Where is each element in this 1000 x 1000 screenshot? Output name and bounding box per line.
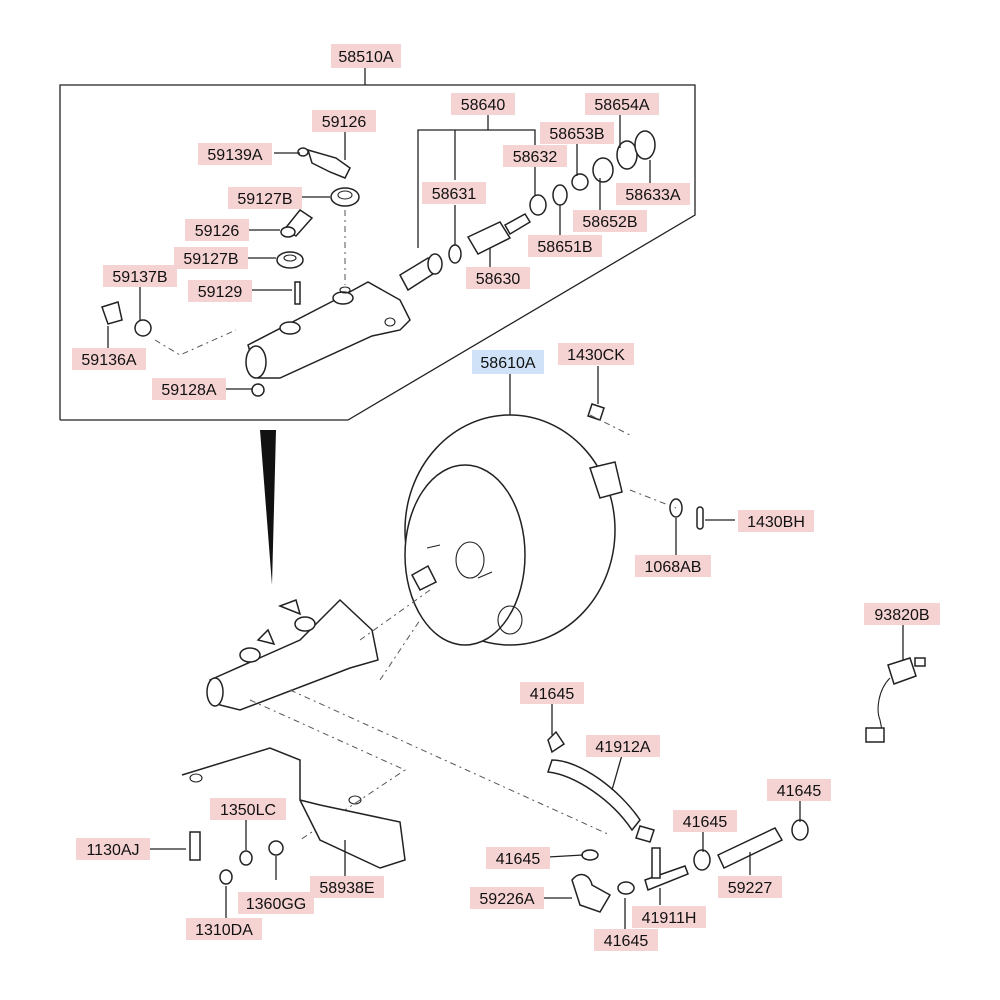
label-59126-grommet[interactable]: 59126 xyxy=(185,219,249,241)
label-59226A[interactable]: 59226A xyxy=(470,887,544,909)
master-cylinder-assembly-box xyxy=(59,68,696,421)
vacuum-hoses xyxy=(546,730,809,913)
label-41911H[interactable]: 41911H xyxy=(632,906,706,928)
label-59227[interactable]: 59227 xyxy=(718,876,782,898)
svg-text:59227: 59227 xyxy=(728,880,773,897)
svg-text:59136A: 59136A xyxy=(81,352,136,369)
svg-text:41912A: 41912A xyxy=(595,739,650,756)
label-58632[interactable]: 58632 xyxy=(503,145,567,167)
label-58510A[interactable]: 58510A xyxy=(331,44,401,68)
svg-text:58610A: 58610A xyxy=(480,355,535,372)
label-58631[interactable]: 58631 xyxy=(422,182,486,204)
svg-text:1350LC: 1350LC xyxy=(220,802,276,819)
label-59139A[interactable]: 59139A xyxy=(198,143,272,165)
master-cylinder-detail xyxy=(245,281,411,379)
svg-text:59139A: 59139A xyxy=(207,147,262,164)
brake-booster xyxy=(404,414,623,646)
label-59128A[interactable]: 59128A xyxy=(152,378,226,400)
label-58652B[interactable]: 58652B xyxy=(573,210,647,232)
label-1430BH[interactable]: 1430BH xyxy=(738,510,814,532)
svg-text:58651B: 58651B xyxy=(537,239,592,256)
part-labels: 58510A 59126 59139A 59127B 59126 59127B … xyxy=(72,44,940,951)
master-cylinder-assembled xyxy=(206,598,379,711)
label-41645-bottom[interactable]: 41645 xyxy=(594,929,658,951)
svg-text:59126: 59126 xyxy=(195,223,240,240)
label-41645-top[interactable]: 41645 xyxy=(520,682,584,704)
svg-text:58654A: 58654A xyxy=(594,97,649,114)
label-58651B[interactable]: 58651B xyxy=(528,235,602,257)
label-93820B[interactable]: 93820B xyxy=(864,603,940,625)
reservoir-grommets xyxy=(101,147,360,397)
label-41645-left[interactable]: 41645 xyxy=(486,847,550,869)
svg-text:1068AB: 1068AB xyxy=(645,559,702,576)
svg-text:59137B: 59137B xyxy=(112,269,167,286)
label-58640[interactable]: 58640 xyxy=(451,93,515,115)
mounting-bracket xyxy=(181,747,406,885)
assembly-guides xyxy=(154,210,677,841)
label-41912A[interactable]: 41912A xyxy=(586,735,660,757)
leader-lines xyxy=(107,114,904,930)
label-59126-cap[interactable]: 59126 xyxy=(312,110,376,132)
label-59127B-top[interactable]: 59127B xyxy=(228,187,302,209)
label-1068AB[interactable]: 1068AB xyxy=(635,555,711,577)
svg-text:41645: 41645 xyxy=(683,814,728,831)
svg-text:58630: 58630 xyxy=(476,271,521,288)
label-59136A[interactable]: 59136A xyxy=(72,348,146,370)
svg-text:41645: 41645 xyxy=(496,851,541,868)
label-59127B-bottom[interactable]: 59127B xyxy=(174,247,248,269)
label-58633A[interactable]: 58633A xyxy=(616,183,690,205)
label-1360GG[interactable]: 1360GG xyxy=(238,892,314,914)
svg-text:41911H: 41911H xyxy=(642,910,697,927)
label-58654A[interactable]: 58654A xyxy=(585,93,659,115)
svg-text:58653B: 58653B xyxy=(549,126,604,143)
svg-text:58652B: 58652B xyxy=(582,214,637,231)
svg-text:1130AJ: 1130AJ xyxy=(86,842,139,859)
label-41645-right[interactable]: 41645 xyxy=(767,779,831,801)
svg-text:58510A: 58510A xyxy=(338,49,393,66)
svg-text:59128A: 59128A xyxy=(161,382,216,399)
label-58653B[interactable]: 58653B xyxy=(540,122,614,144)
svg-text:1430CK: 1430CK xyxy=(567,347,625,364)
label-59129[interactable]: 59129 xyxy=(188,280,252,302)
svg-text:1360GG: 1360GG xyxy=(246,896,306,913)
label-1130AJ[interactable]: 1130AJ xyxy=(76,838,150,860)
svg-text:1310DA: 1310DA xyxy=(195,922,253,939)
vacuum-sensor xyxy=(865,657,926,743)
svg-text:58631: 58631 xyxy=(432,186,477,203)
label-58610A[interactable]: 58610A xyxy=(472,350,544,374)
svg-text:41645: 41645 xyxy=(530,686,575,703)
label-58938E[interactable]: 58938E xyxy=(310,876,384,898)
assembly-pointer xyxy=(260,430,276,585)
svg-text:58938E: 58938E xyxy=(319,880,374,897)
svg-text:58632: 58632 xyxy=(513,149,558,166)
svg-text:59129: 59129 xyxy=(198,284,243,301)
label-41645-mid[interactable]: 41645 xyxy=(673,810,737,832)
svg-text:93820B: 93820B xyxy=(874,607,929,624)
label-1350LC[interactable]: 1350LC xyxy=(210,798,286,820)
svg-text:58633A: 58633A xyxy=(625,187,680,204)
svg-text:41645: 41645 xyxy=(604,933,649,950)
svg-text:59126: 59126 xyxy=(322,114,367,131)
svg-text:41645: 41645 xyxy=(777,783,822,800)
svg-text:1430BH: 1430BH xyxy=(747,514,805,531)
label-1310DA[interactable]: 1310DA xyxy=(186,918,262,940)
svg-text:59226A: 59226A xyxy=(479,891,534,908)
label-1430CK[interactable]: 1430CK xyxy=(558,343,634,365)
svg-text:59127B: 59127B xyxy=(237,191,292,208)
svg-text:59127B: 59127B xyxy=(183,251,238,268)
label-58630[interactable]: 58630 xyxy=(466,267,530,289)
piston-seal-stack xyxy=(399,130,656,292)
label-59137B[interactable]: 59137B xyxy=(103,265,177,287)
svg-text:58640: 58640 xyxy=(461,97,506,114)
